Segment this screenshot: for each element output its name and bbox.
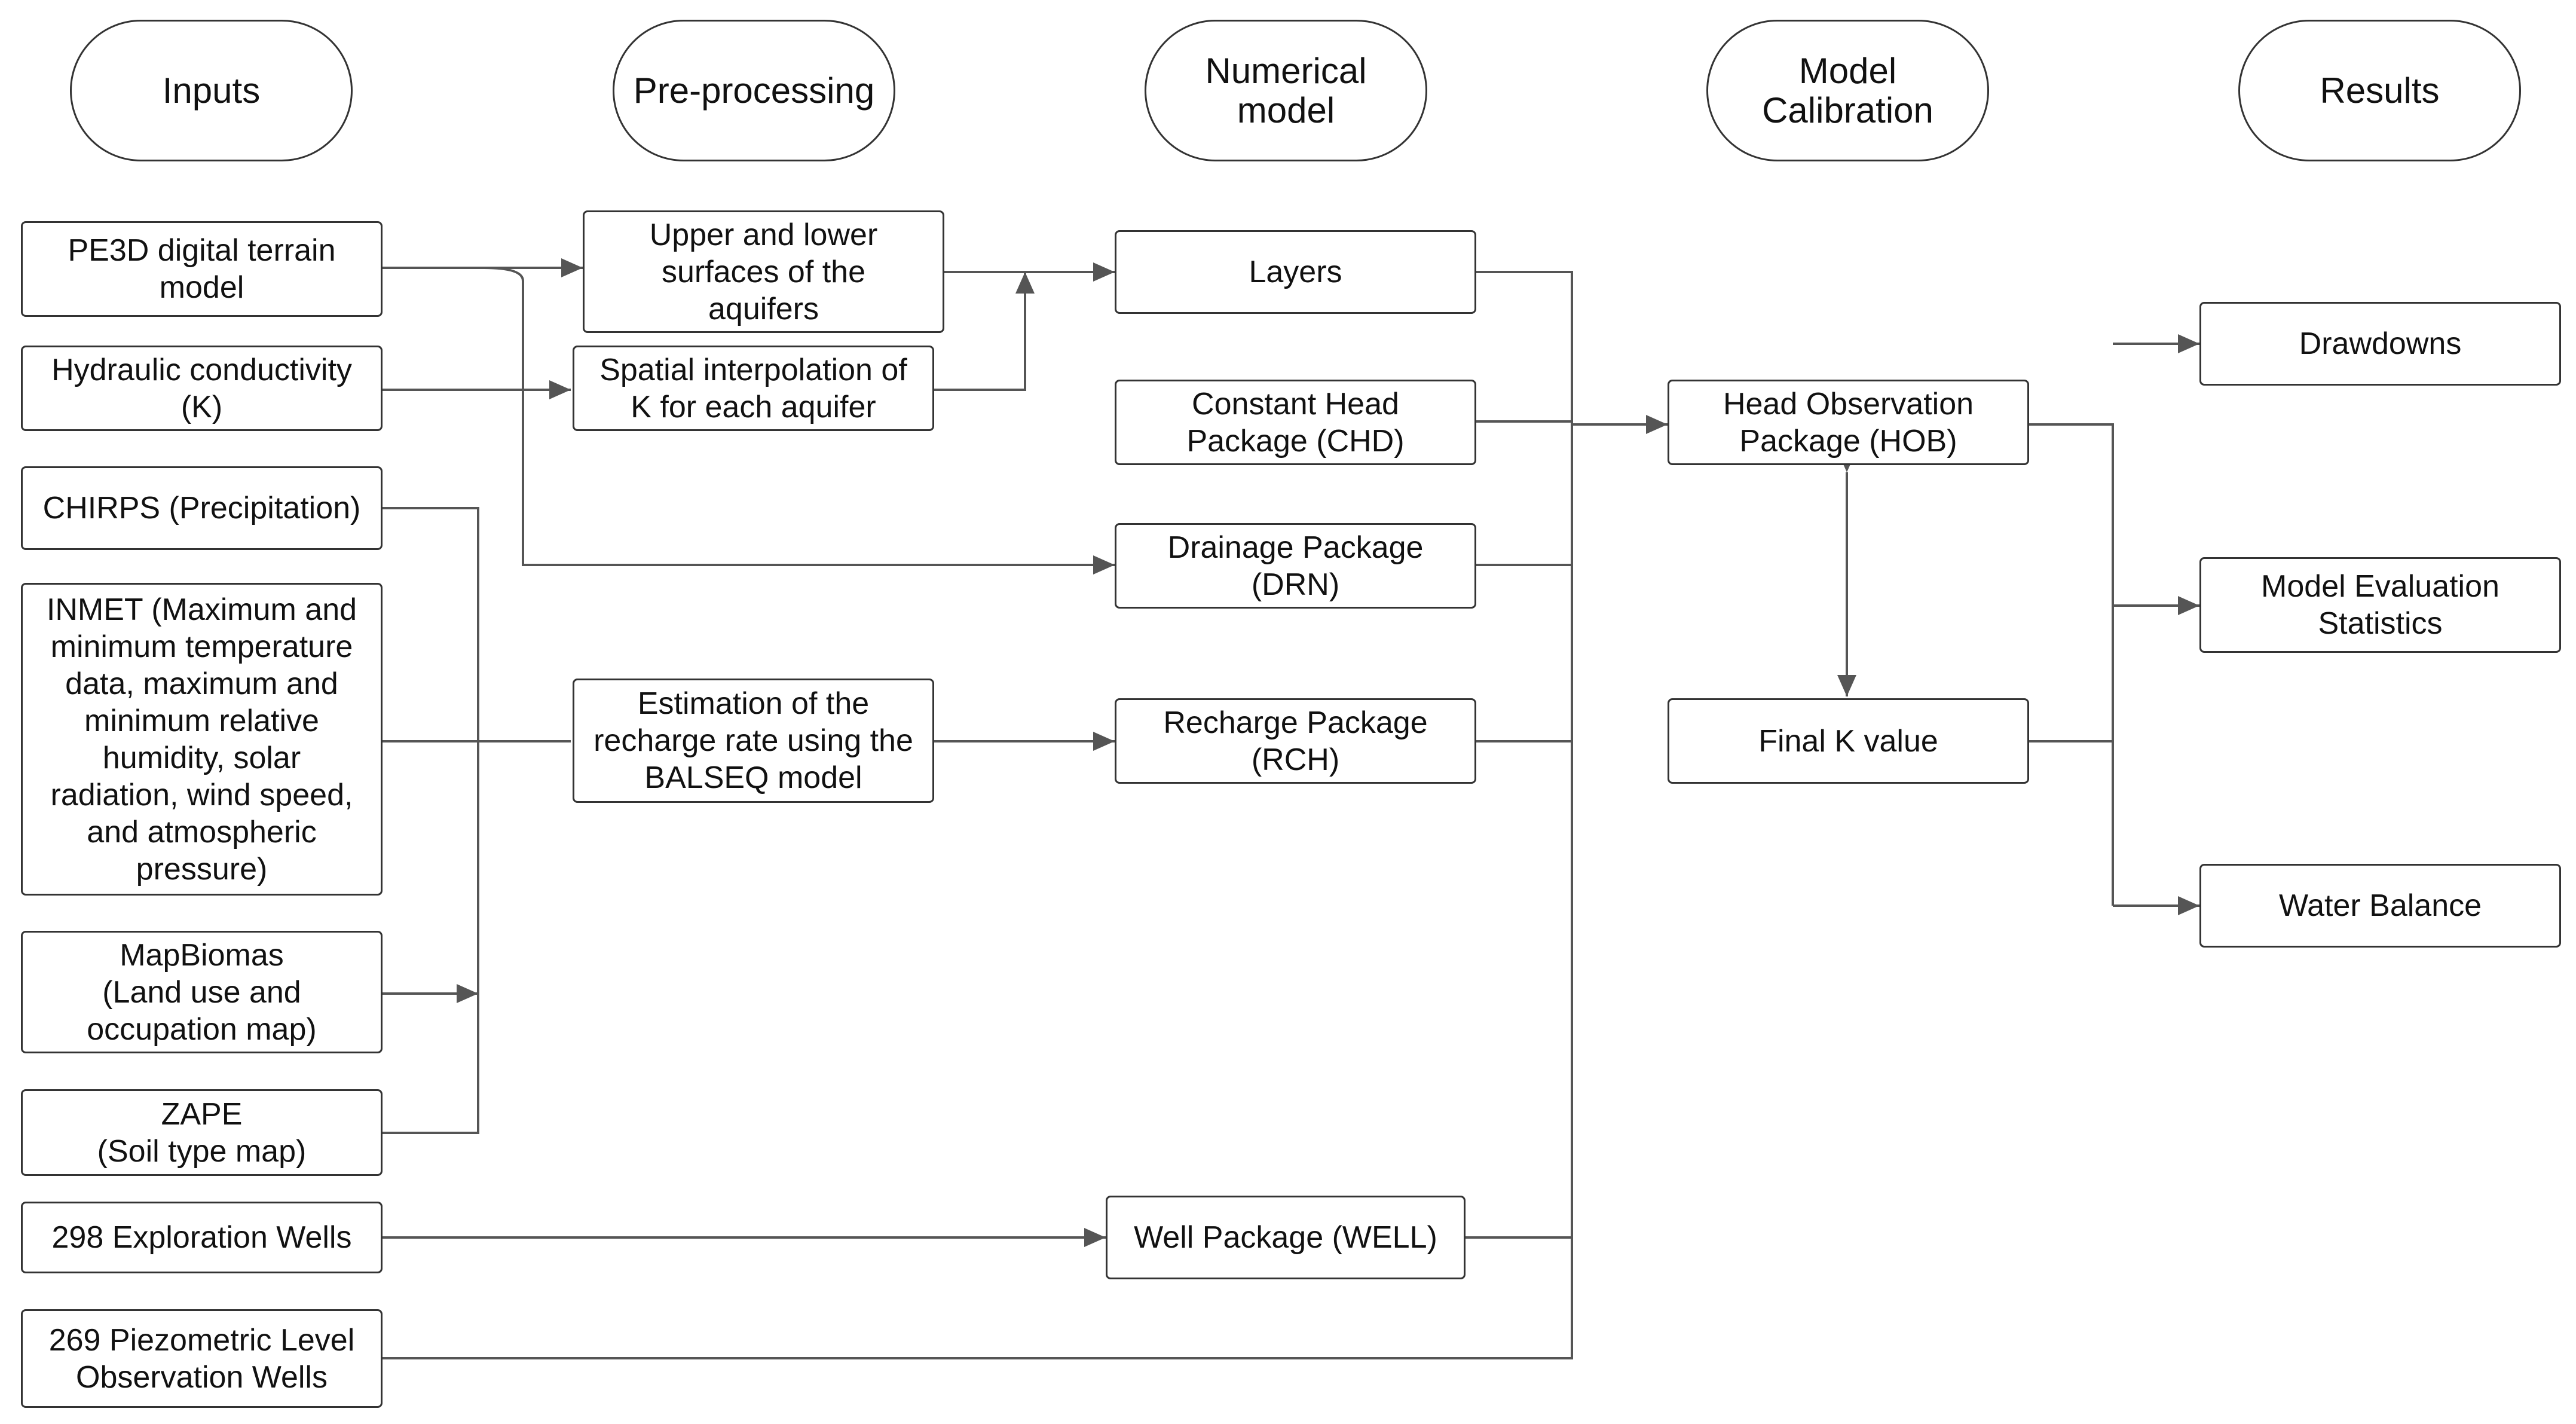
result-drawdowns: Drawdowns — [2199, 302, 2561, 386]
header-results: Results — [2238, 20, 2521, 161]
edge-inputs-bus-to-recharge — [383, 507, 571, 1134]
numerical-constant-head-package: Constant Head Package (CHD) — [1115, 380, 1476, 465]
input-zape-soil-map: ZAPE (Soil type map) — [21, 1089, 383, 1176]
numerical-recharge-package: Recharge Package (RCH) — [1115, 698, 1476, 784]
result-model-evaluation-statistics: Model Evaluation Statistics — [2199, 557, 2561, 653]
input-chirps-precipitation: CHIRPS (Precipitation) — [21, 466, 383, 550]
input-exploration-wells: 298 Exploration Wells — [21, 1202, 383, 1273]
numerical-well-package: Well Package (WELL) — [1106, 1196, 1466, 1279]
edge-pe3d-to-drainage — [484, 267, 1115, 575]
calibration-head-observation-package: Head Observation Package (HOB) — [1668, 380, 2029, 465]
header-numerical-model: Numerical model — [1145, 20, 1427, 161]
header-model-calibration: Model Calibration — [1706, 20, 1989, 161]
edge-interpolation-to-layers — [934, 272, 1035, 391]
result-water-balance: Water Balance — [2199, 864, 2561, 948]
header-preprocessing: Pre-processing — [613, 20, 895, 161]
input-mapbiomas: MapBiomas (Land use and occupation map) — [21, 931, 383, 1053]
preprocessing-recharge-estimation: Estimation of the recharge rate using th… — [573, 679, 934, 803]
header-inputs: Inputs — [70, 20, 353, 161]
calibration-final-k-value: Final K value — [1668, 698, 2029, 784]
input-inmet-climate-data: INMET (Maximum and minimum temperature d… — [21, 583, 383, 896]
edge-calibration-bus-to-drawdowns — [2029, 344, 2199, 906]
numerical-drainage-package: Drainage Package (DRN) — [1115, 523, 1476, 609]
numerical-layers: Layers — [1115, 230, 1476, 314]
edge-numerical-bus-to-hob — [383, 271, 1668, 1359]
preprocessing-k-interpolation: Spatial interpolation of K for each aqui… — [573, 346, 934, 431]
preprocessing-aquifer-surfaces: Upper and lower surfaces of the aquifers — [583, 210, 944, 333]
input-hydraulic-conductivity: Hydraulic conductivity (K) — [21, 346, 383, 431]
input-piezometric-wells: 269 Piezometric Level Observation Wells — [21, 1309, 383, 1408]
input-pe3d-terrain-model: PE3D digital terrain model — [21, 221, 383, 317]
